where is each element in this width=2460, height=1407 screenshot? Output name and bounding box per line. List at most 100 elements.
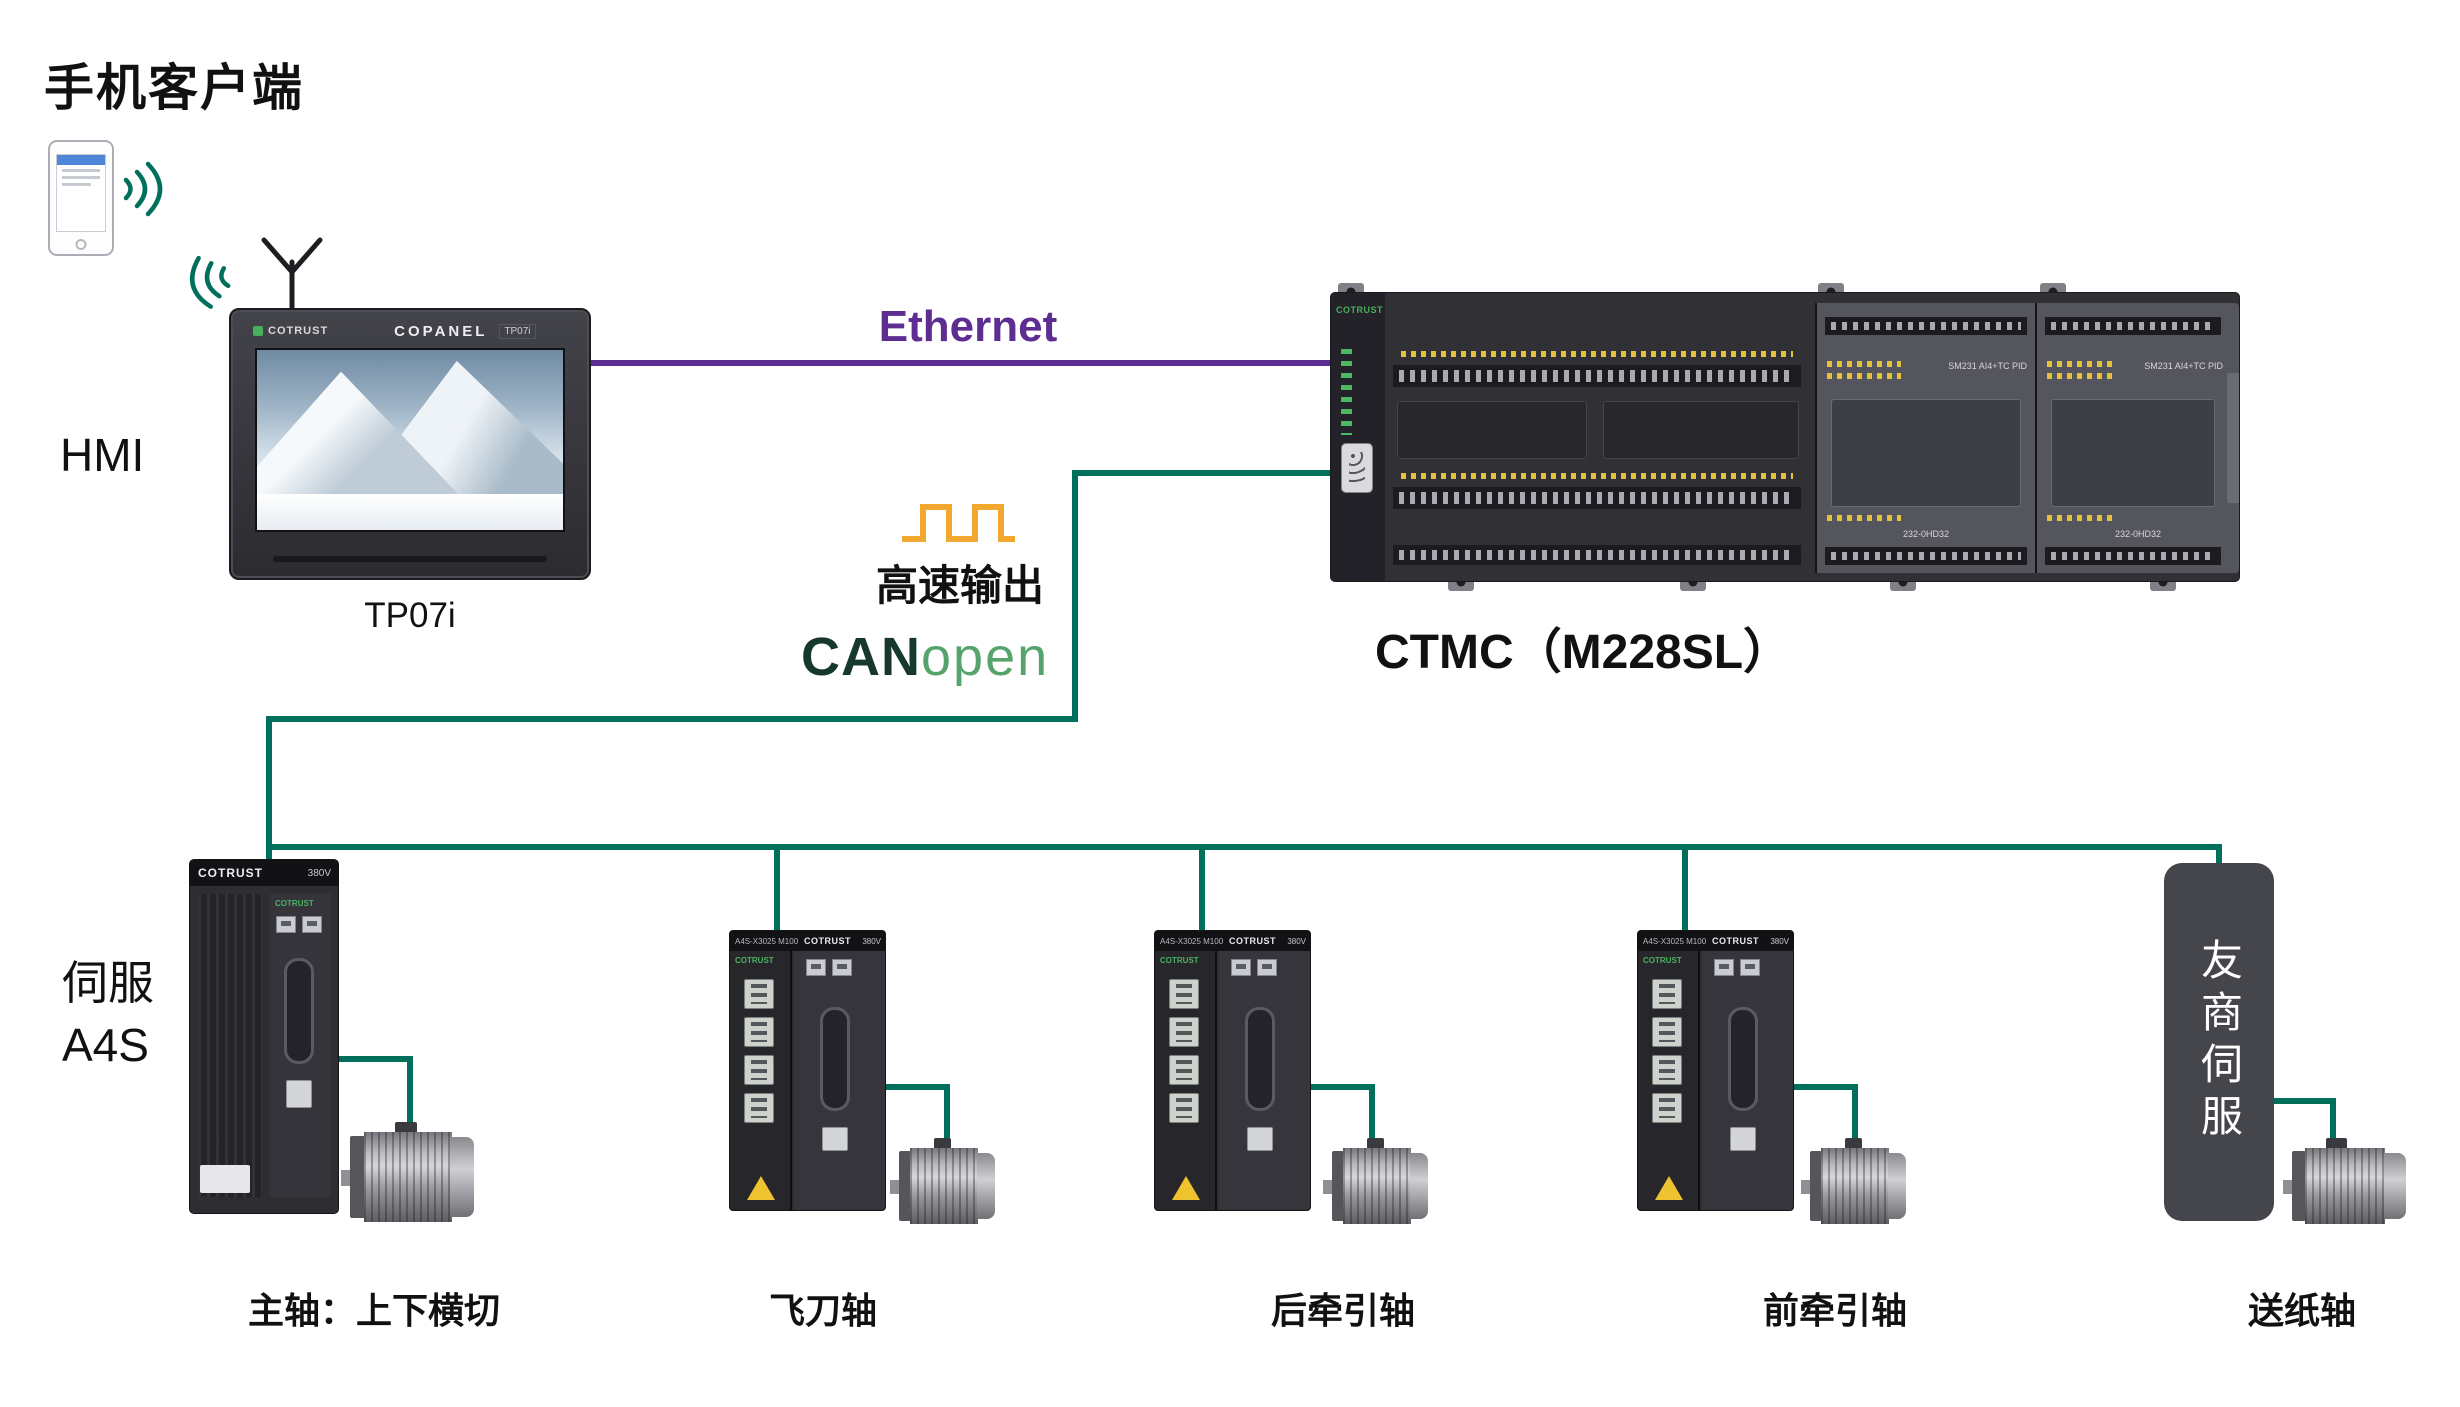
pulse-icon [902, 504, 1015, 542]
drive-ethernet-ports-icon [806, 959, 852, 976]
module-leds-icon [1827, 373, 1901, 379]
plc-expansion-module: SM231 AI4+TC PID 232-0HD32 [1815, 303, 2035, 573]
drive-motor-connector-icon [822, 1127, 848, 1151]
module-leds-icon [2047, 515, 2117, 521]
module-terminal-strip [1825, 547, 2027, 565]
wifi-arcs-icon [189, 255, 231, 309]
servo-motor [890, 1138, 995, 1224]
plc-expansion-module: SM231 AI4+TC PID 232-0HD32 [2035, 303, 2239, 573]
drive-io-connector-icon [1728, 1007, 1758, 1111]
ethernet-label: Ethernet [878, 302, 1058, 351]
drive-voltage: 380V [1770, 936, 1789, 946]
hmi-product-label: COPANEL [394, 322, 488, 340]
plc-left-strip: COTRUST [1331, 293, 1385, 581]
plc-brand-badge: COTRUST [1336, 305, 1383, 315]
drive-motor-connector-icon [1730, 1127, 1756, 1151]
hmi-model-badge: TP07i [499, 323, 536, 339]
drive-top-bar: A4S-X3025 M100 COTRUST 380V [730, 931, 885, 951]
friend-servo-unit: 友商伺服 [2164, 863, 2274, 1221]
module-leds-icon [2047, 361, 2117, 367]
motor-cable [2270, 1098, 2336, 1104]
servo-a4s-label: 伺服 A4S [62, 957, 154, 1072]
drive-io-connector-icon [284, 958, 314, 1064]
terminal-block-icon [1169, 979, 1199, 1009]
servo-motor [1801, 1138, 1906, 1224]
module-leds-icon [1827, 515, 1901, 521]
drive-mini-brand: COTRUST [1643, 956, 1682, 965]
ethernet-wire [589, 360, 1332, 366]
terminal-block-icon [744, 1055, 774, 1085]
hmi-screen [255, 348, 565, 532]
drive-model: A4S-X3025 M100 [1160, 936, 1223, 946]
motor-shaft-icon [1323, 1179, 1334, 1194]
drive-ethernet-ports-icon [1714, 959, 1760, 976]
plc-cover [1603, 401, 1799, 459]
cotrust-logo-icon [253, 326, 263, 336]
axis-label: 送纸轴 [2247, 1290, 2357, 1331]
phone-screen [56, 154, 106, 232]
motor-cable [884, 1084, 950, 1090]
axis-label: 后牵引轴 [1270, 1290, 1416, 1331]
plc-label: CTMC（M228SL） [1375, 626, 1792, 679]
motor-shaft-icon [2283, 1179, 2294, 1194]
phone-signal-icon [123, 161, 163, 217]
servo-motor [341, 1122, 474, 1222]
drive-vent-panel [198, 894, 262, 1197]
drive-front-panel [794, 951, 885, 1210]
drive-brand: COTRUST [804, 936, 851, 946]
snow-field [257, 494, 563, 530]
drive-ethernet-ports-icon [1231, 959, 1277, 976]
axis-label: 前牵引轴 [1762, 1290, 1908, 1331]
phone-icon [48, 140, 114, 256]
drive-model: A4S-X3025 M100 [735, 936, 798, 946]
pulse-label: 高速输出 [875, 562, 1045, 609]
hmi-model-label: TP07i [364, 596, 456, 635]
terminal-block-icon [744, 1017, 774, 1047]
canopen-drop-wire [1199, 844, 1205, 936]
drive-io-connector-icon [820, 1007, 850, 1111]
terminal-block-icon [1169, 1017, 1199, 1047]
canopen-trunk-wire [1072, 470, 1078, 722]
hmi-panel: COTRUST COPANEL TP07i [229, 308, 591, 580]
canopen-trunk-wire [266, 716, 1078, 722]
drive-brand: COTRUST [198, 866, 263, 880]
warning-triangle-icon [1655, 1176, 1683, 1200]
axis-label: 飞刀轴 [768, 1290, 878, 1331]
module-leds-icon [1827, 361, 1901, 367]
motor-shaft-icon [341, 1169, 352, 1186]
drive-front-panel [1219, 951, 1310, 1210]
motor-cable [407, 1056, 413, 1138]
drive-voltage: 380V [1287, 936, 1306, 946]
plc-db9-connector-icon [1341, 443, 1373, 493]
canopen-trunk-wire [266, 716, 272, 866]
warning-triangle-icon [747, 1176, 775, 1200]
plc-cover [1397, 401, 1587, 459]
plc-unit: COTRUST SM231 AI4+TC PID 232-0HD32 [1330, 283, 2240, 591]
motor-shaft-icon [1801, 1179, 1812, 1194]
drive-voltage: 380V [307, 867, 331, 879]
servo-drive: A4S-X3025 M100 COTRUST 380V COTRUST [729, 930, 886, 1211]
plc-terminal-strip [1393, 487, 1801, 509]
canopen-can: CAN [801, 627, 921, 687]
hmi-bottom-slot [273, 556, 547, 562]
module-side-connector [2227, 373, 2239, 503]
canopen-trunk-wire [1072, 470, 1332, 476]
module-terminal-strip [2045, 317, 2221, 335]
module-cover [1831, 399, 2021, 507]
plc-terminal-strip [1393, 365, 1801, 387]
terminal-block-icon [744, 979, 774, 1009]
servo-drive: A4S-X3025 M100 COTRUST 380V COTRUST [1154, 930, 1311, 1211]
warning-triangle-icon [1172, 1176, 1200, 1200]
servo-motor [2283, 1138, 2406, 1224]
drive-model: A4S-X3025 M100 [1643, 936, 1706, 946]
terminal-block-icon [1652, 979, 1682, 1009]
hmi-label: HMI [60, 429, 145, 481]
terminal-block-icon [1652, 1055, 1682, 1085]
drive-top-bar: COTRUST 380V [190, 860, 338, 886]
drive-brand: COTRUST [1712, 936, 1759, 946]
motor-cable [337, 1056, 413, 1062]
mobile-client-label: 手机客户端 [44, 60, 304, 116]
hmi-brand: COTRUST [268, 325, 329, 337]
drive-terminal-panel: COTRUST [1155, 951, 1217, 1210]
